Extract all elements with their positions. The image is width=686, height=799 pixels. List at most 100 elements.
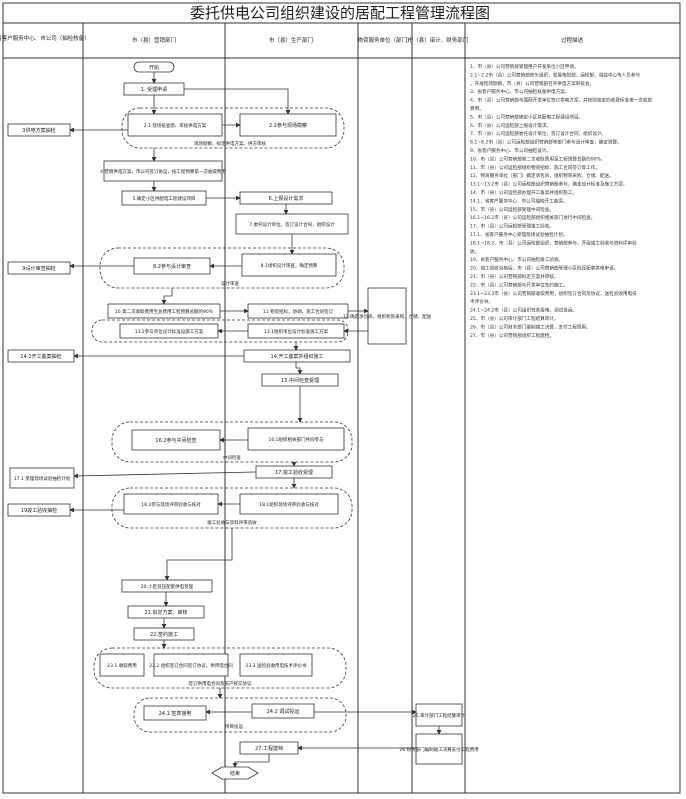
description-line: 19、省客户服务中心、市公司抽检竣工验收。: [470, 256, 563, 263]
description-line: 10、市（县）公司营销部第二次收取费用至工程预算总额的90%。: [470, 155, 606, 162]
description-line: 11、市（县）公司运检部组织物资招标、施工合同签订等工作。: [470, 164, 600, 171]
step-8-2-label: 8.2参与设计审查: [153, 263, 191, 270]
description-line: 21、市（县）公司营销部拟定方案并审核。: [470, 273, 559, 280]
step-18-1-label: 18.1组织现场评审验收与核对: [259, 501, 319, 508]
description-line: 27、市（县）公司营销部组织工程建档。: [470, 332, 554, 339]
description-line: ，开展现场勘察，市（县）公司营销部召开供电方案审核会。: [470, 80, 594, 87]
lane-header-customer-service: 省客户服务中心、市公司（抽检核备）: [0, 34, 90, 42]
step-16-2-label: 16.2参与中间检查: [155, 437, 196, 444]
description-line: 收。: [470, 248, 479, 255]
description-line: 术评价书。: [470, 298, 493, 305]
description-line: 26、市（县）公司财务部门编制竣工决算，支付工程费用。: [470, 323, 591, 330]
page-title: 委托供电公司组织建设的居配工程管理流程图: [190, 4, 490, 22]
description-line: 3、省客户服务中心、市公司抽检核备供电方案。: [470, 88, 569, 95]
step-13-2-label: 13.2参与单位设计标准设施工方案: [135, 328, 204, 335]
description-line: 7、市（县）公司运检部委托设计单位，签订设计合同，组织设计。: [470, 130, 606, 137]
step-23-2-sign-contract: [153, 653, 229, 677]
step-21-label: 21.拟定方案、审核: [145, 609, 188, 616]
description-line: 17、市（县）公司运检部受理竣工验收。: [470, 223, 554, 230]
step-24-2-label: 24.2 调试投运: [267, 708, 300, 715]
step-15-label: 15.中间检查受理: [281, 377, 319, 384]
step-23-3-evaluation: [239, 653, 313, 677]
description-line: 23.1~23.3市（县）公司营销部收取费用，组织签订合同及协议，送检验收用电技: [470, 290, 637, 297]
description-line: 22、市（县）公司营销部与开发单位签约施工。: [470, 281, 568, 288]
group-commissioning-label: 项目投运: [225, 723, 243, 730]
description-line: 25、市（县）公司审计部门工程结算审计。: [470, 315, 559, 322]
step-23-1-label: 23.1 收取费用: [107, 662, 136, 669]
group-midterm-inspection-label: 中间检查: [223, 454, 241, 461]
step-11-label: 11.物资招标，协调，施工合同签订: [263, 308, 334, 315]
step-12-contractor: [367, 287, 407, 345]
step-27-label: 27.工程建档: [255, 745, 283, 752]
step-20-label: 20.小区低压配套供电受理: [141, 583, 194, 590]
lane-header-marketing: 市（县）营销部门: [132, 36, 176, 44]
step-14-1-label: 14.1开工备案抽检: [20, 353, 61, 360]
start-label: 开始: [149, 64, 159, 71]
description-line: 18.1~18.2、市（县）公司运检部组织，营销部参与，开展竣工验收与资料评审验: [470, 239, 637, 246]
step-16-1-organize-inspection: [247, 427, 345, 451]
step-17-label: 17.竣工验收受理: [275, 469, 313, 476]
description-line: 16.1~16.2市（县）公司运检部组织相关部门进行中间检查。: [470, 214, 595, 221]
step-23-2-label: 23.2 组织签订合同签订协议，供用电合同: [149, 662, 233, 669]
step-2-1-label: 2.1 现场核查勘、审核供电方案: [144, 122, 207, 129]
step-4-label: 4.营销供电方案，市公司签订协议，按工程预算第一次收取费用: [100, 168, 226, 175]
step-24-1-label: 24.1 签表接电: [159, 710, 192, 717]
step-5-label: 5.确定小区供配电工程建设项目: [133, 195, 196, 202]
step-9-label: 9设计审查抽检: [22, 265, 55, 272]
end-label: 结束: [230, 770, 240, 777]
process-description-list: 1、市（县）公司营销部受理用户开发单位小区申请。2.1~2.2市（县）公司营销部…: [470, 63, 652, 339]
description-line: 14、市（县）公司运检部办理开工备案并组织施工。: [470, 189, 577, 196]
description-line: 17.1、省客户服务中心受理现场试验抽检计划。: [470, 231, 568, 238]
step-22-label: 22.签约施工: [150, 631, 178, 638]
description-line: 14.1、省客户服务中心、市公司抽检开工备案。: [470, 197, 568, 204]
step-16-1-label: 16.1组织相关部门共同参与: [268, 436, 323, 443]
group-design-review-label: 设计审查: [221, 280, 239, 287]
description-line: 9、省客户服务中心、市公司抽检设计。: [470, 147, 551, 154]
group-commissioning: [133, 697, 347, 733]
step-26-label: 26.财务部门编制竣工决算支付工程费用: [399, 746, 478, 753]
step-23-3-label: 23.3 送检验收用电技术评价书: [246, 662, 307, 669]
group-contract-signing-label: 签订供用电合同及资产移交协议: [189, 680, 252, 687]
lane-header-process-description: 过程描述: [561, 36, 584, 44]
description-line: 24.1~24.2市（县）公司组织签表接电、调试投运。: [470, 307, 577, 314]
step-19-label: 19竣工验收抽检: [21, 507, 57, 514]
description-line: 1、市（县）公司营销部受理用户开发单位小区申请。: [470, 63, 579, 70]
step-8-1-organize-review: [241, 253, 337, 277]
description-line: 5、市（县）公司营销部确定小区供配电工程建设项目。: [470, 113, 583, 120]
step-7-label: 7.委托设计单位，签订设计合同，组织设计: [249, 221, 335, 228]
description-line: 6、市（县）公司运检部上报设计需求。: [470, 122, 551, 129]
description-line: 15、市（县）公司运检部受理中间检查。: [470, 206, 554, 213]
step-4-sign-agreement: [103, 160, 223, 182]
step-12-label: 12.确定承包商，组织物资采购、仓储、配送: [343, 313, 432, 320]
step-8-1-label: 8.1组织设计审查，确定预算: [261, 262, 318, 269]
step-23-1-collect-fee: [99, 653, 145, 677]
description-line: 20、竣工验收合格后，市（县）公司营销部受理小区低压配套供电申请。: [470, 265, 618, 272]
description-line: 费用。: [470, 105, 484, 112]
step-1-label: 1. 受理申请: [141, 86, 167, 93]
group-site-survey-label: 现场勘察、拟定供电方案、供方审核: [194, 140, 266, 147]
group-site-survey: [121, 107, 345, 149]
step-18-2-label: 18.2参与现场评审验收与核对: [141, 501, 201, 508]
description-line: 8.1~8.2市（县）公司运检部组织营销部等部门参与设计审查，确定预算。: [470, 139, 622, 146]
lane-header-materials: 物资服务单位（部门）: [357, 36, 412, 44]
group-contract-signing: [93, 647, 347, 689]
end-node: [211, 766, 259, 780]
step-13-1-label: 13.1组织单位设计标准施工方案: [264, 328, 329, 335]
lane-header-production: 市（县）生产部门: [269, 36, 313, 44]
description-line: 13.1~13.2市（县）公司运检部组织营销部参与，确定设计标准及施工方案。: [470, 181, 628, 188]
group-design-review: [99, 247, 345, 289]
description-line: 4、市（县）公司营销部与国网开发单位签订供电方案，并按照核定的收费标准第一次收取: [470, 97, 652, 104]
step-17-1-label: 17.1 受理现场试验抽检计划: [14, 475, 71, 482]
description-line: 12、物资服务单位（部门）确定承包商，组织物资采购、仓储、配送。: [470, 172, 614, 179]
step-25-label: 25.审计部门工程结算审计: [413, 712, 466, 719]
step-2-2-label: 2.2参与现场勘察: [269, 122, 307, 129]
step-6-label: 6.上报设计需求: [269, 195, 304, 202]
step-24-2-commission: [251, 703, 315, 719]
step-3-label: 3供电方案抽检: [22, 127, 55, 134]
step-14-label: 14.开工备案并组织施工: [271, 353, 324, 360]
group-completion-acceptance-label: 竣工验收与资料评审验收: [207, 519, 257, 526]
lane-header-audit-finance: 市（县）审计、财务部门: [408, 36, 469, 44]
group-midterm-inspection: [111, 421, 353, 463]
description-line: 2.1~2.2市（县）公司营销部牵头组织，发展策划部、运检部、调控中心等人员参与: [470, 71, 640, 78]
